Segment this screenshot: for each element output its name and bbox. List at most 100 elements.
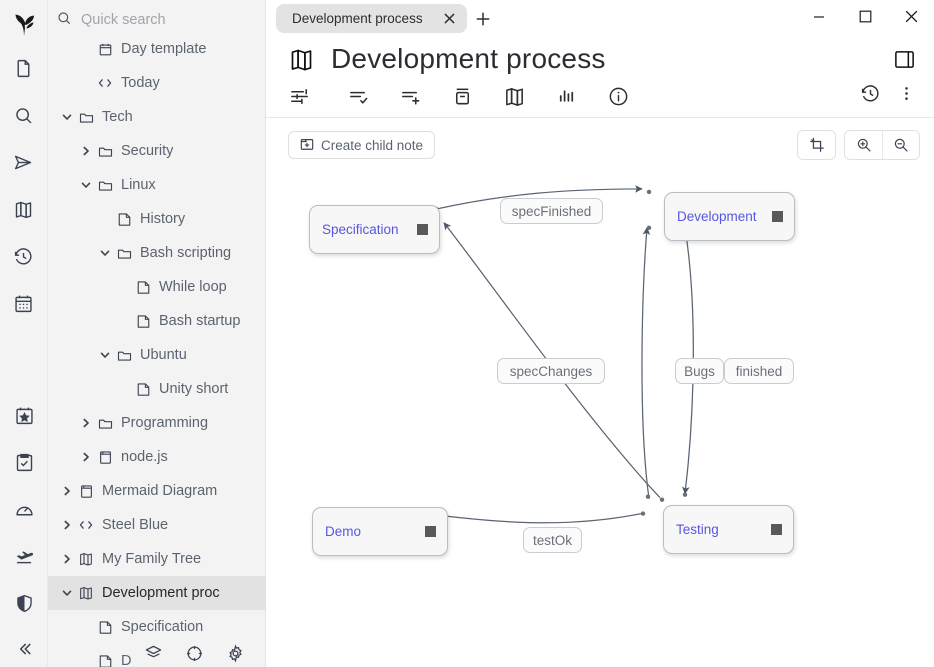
tree-item-bash-startup[interactable]: Bash startup [48, 304, 265, 338]
overflow-menu-icon[interactable] [897, 84, 916, 108]
zoom-out-icon[interactable] [882, 131, 919, 159]
chevron-right-icon[interactable] [77, 417, 95, 429]
ribbon-note-properties-icon[interactable] [288, 81, 332, 111]
chevron-right-icon[interactable] [58, 485, 76, 497]
chevron-down-icon[interactable] [58, 111, 76, 123]
diagram-node-demo[interactable]: Demo [312, 507, 448, 556]
chevron-right-icon[interactable] [77, 451, 95, 463]
chevron-down-icon[interactable] [58, 587, 76, 599]
tree-item-unity-short[interactable]: Unity short [48, 372, 265, 406]
diagram-edge-label-test-spec[interactable]: specChanges [497, 358, 605, 384]
app-logo-icon[interactable] [7, 8, 41, 42]
quick-search-placeholder: Quick search [81, 12, 166, 28]
ribbon-chart-bars-icon[interactable] [540, 81, 592, 111]
tree-item-label: Ubuntu [140, 347, 187, 363]
diagram-node-resize-handle[interactable] [417, 224, 428, 235]
ribbon-book-map-icon[interactable] [488, 81, 540, 111]
tree-item-node-js[interactable]: node.js [48, 440, 265, 474]
tree-item-specification[interactable]: Specification [48, 610, 265, 644]
tree-item-tech[interactable]: Tech [48, 100, 265, 134]
diagram-node-resize-handle[interactable] [425, 526, 436, 537]
maximize-icon[interactable] [842, 0, 888, 33]
chevron-right-icon[interactable] [58, 553, 76, 565]
rail-search-icon[interactable] [12, 103, 36, 127]
tree-item-label: Development proc [102, 585, 220, 601]
tab-bar: Development process [266, 0, 934, 33]
zoom-in-icon[interactable] [845, 131, 882, 159]
window-close-icon[interactable] [888, 0, 934, 33]
tree-item-d[interactable]: D [48, 644, 265, 667]
target-icon[interactable] [185, 644, 204, 663]
create-child-note-label: Create child note [321, 137, 424, 153]
tree-item-mermaid-diagram[interactable]: Mermaid Diagram [48, 474, 265, 508]
tree-item-bash-scripting[interactable]: Bash scripting [48, 236, 265, 270]
chevron-down-icon[interactable] [96, 349, 114, 361]
rail-recent-changes-icon[interactable] [12, 244, 36, 268]
layers-icon[interactable] [144, 644, 163, 663]
gear-icon[interactable] [226, 644, 245, 663]
rail-shield-icon[interactable] [12, 591, 36, 615]
rail-calendar-star-icon[interactable] [12, 403, 36, 427]
ribbon-archive-icon[interactable] [436, 81, 488, 111]
tree-item-while-loop[interactable]: While loop [48, 270, 265, 304]
chevron-down-icon[interactable] [96, 247, 114, 259]
tree-item-label: Linux [121, 177, 156, 193]
book-map-icon [76, 585, 96, 601]
tree-item-security[interactable]: Security [48, 134, 265, 168]
ribbon-note-list-check-icon[interactable] [332, 81, 384, 111]
note-icon [95, 654, 115, 667]
diagram-edge-label-dev-test[interactable]: finished [724, 358, 794, 384]
rail-send-icon[interactable] [12, 150, 36, 174]
diagram-node-development[interactable]: Development [664, 192, 795, 241]
minimize-icon[interactable] [796, 0, 842, 33]
history-icon[interactable] [860, 83, 881, 109]
diagram-node-resize-handle[interactable] [771, 524, 782, 535]
tree-item-label: History [140, 211, 186, 227]
tree-item-programming[interactable]: Programming [48, 406, 265, 440]
right-panel-toggle-icon[interactable] [893, 48, 920, 71]
search-icon [56, 10, 72, 30]
rail-plane-icon[interactable] [12, 544, 36, 568]
tree-item-label: Tech [102, 109, 133, 125]
tab-label: Development process [292, 11, 423, 26]
chevron-right-icon[interactable] [77, 145, 95, 157]
rail-book-map-icon[interactable] [12, 197, 36, 221]
tab-close-icon[interactable] [441, 10, 459, 28]
new-tab-icon[interactable] [469, 5, 497, 33]
tree-item-development-proc[interactable]: Development proc [48, 576, 265, 610]
tree-item-steel-blue[interactable]: Steel Blue [48, 508, 265, 542]
diagram-edge-label-test-dev[interactable]: Bugs [675, 358, 724, 384]
rail-collapse-icon[interactable] [0, 639, 48, 659]
tree-item-linux[interactable]: Linux [48, 168, 265, 202]
ribbon-note-list-add-icon[interactable] [384, 81, 436, 111]
fit-to-screen-icon[interactable] [798, 131, 835, 159]
diagram-node-testing[interactable]: Testing [663, 505, 794, 554]
rail-calendar-icon[interactable] [12, 291, 36, 315]
diagram-edge-label-test-demo[interactable]: testOk [523, 527, 582, 553]
tree-item-my-family-tree[interactable]: My Family Tree [48, 542, 265, 576]
tree-item-label: Specification [121, 619, 204, 635]
tree-item-today[interactable]: Today [48, 66, 265, 100]
create-child-note-button[interactable]: Create child note [288, 131, 436, 159]
rail-gauge-icon[interactable] [12, 497, 36, 521]
ribbon-info-icon[interactable] [592, 81, 644, 111]
folder-icon [114, 246, 134, 261]
tab-development-process[interactable]: Development process [276, 4, 467, 33]
quick-search[interactable]: Quick search [48, 0, 265, 40]
ribbon-right-actions [860, 83, 924, 109]
diagram-edge-label-spec-dev[interactable]: specFinished [500, 198, 603, 224]
folder-icon [95, 416, 115, 431]
tree-item-ubuntu[interactable]: Ubuntu [48, 338, 265, 372]
rail-note-icon[interactable] [12, 56, 36, 80]
rail-clipboard-check-icon[interactable] [12, 450, 36, 474]
tree-item-history[interactable]: History [48, 202, 265, 236]
chevron-down-icon[interactable] [77, 179, 95, 191]
chevron-right-icon[interactable] [58, 519, 76, 531]
tree-item-day-template[interactable]: Day template [48, 32, 265, 66]
diagram-node-resize-handle[interactable] [772, 211, 783, 222]
diagram-node-specification[interactable]: Specification [309, 205, 440, 254]
note-plus-icon [300, 137, 314, 154]
